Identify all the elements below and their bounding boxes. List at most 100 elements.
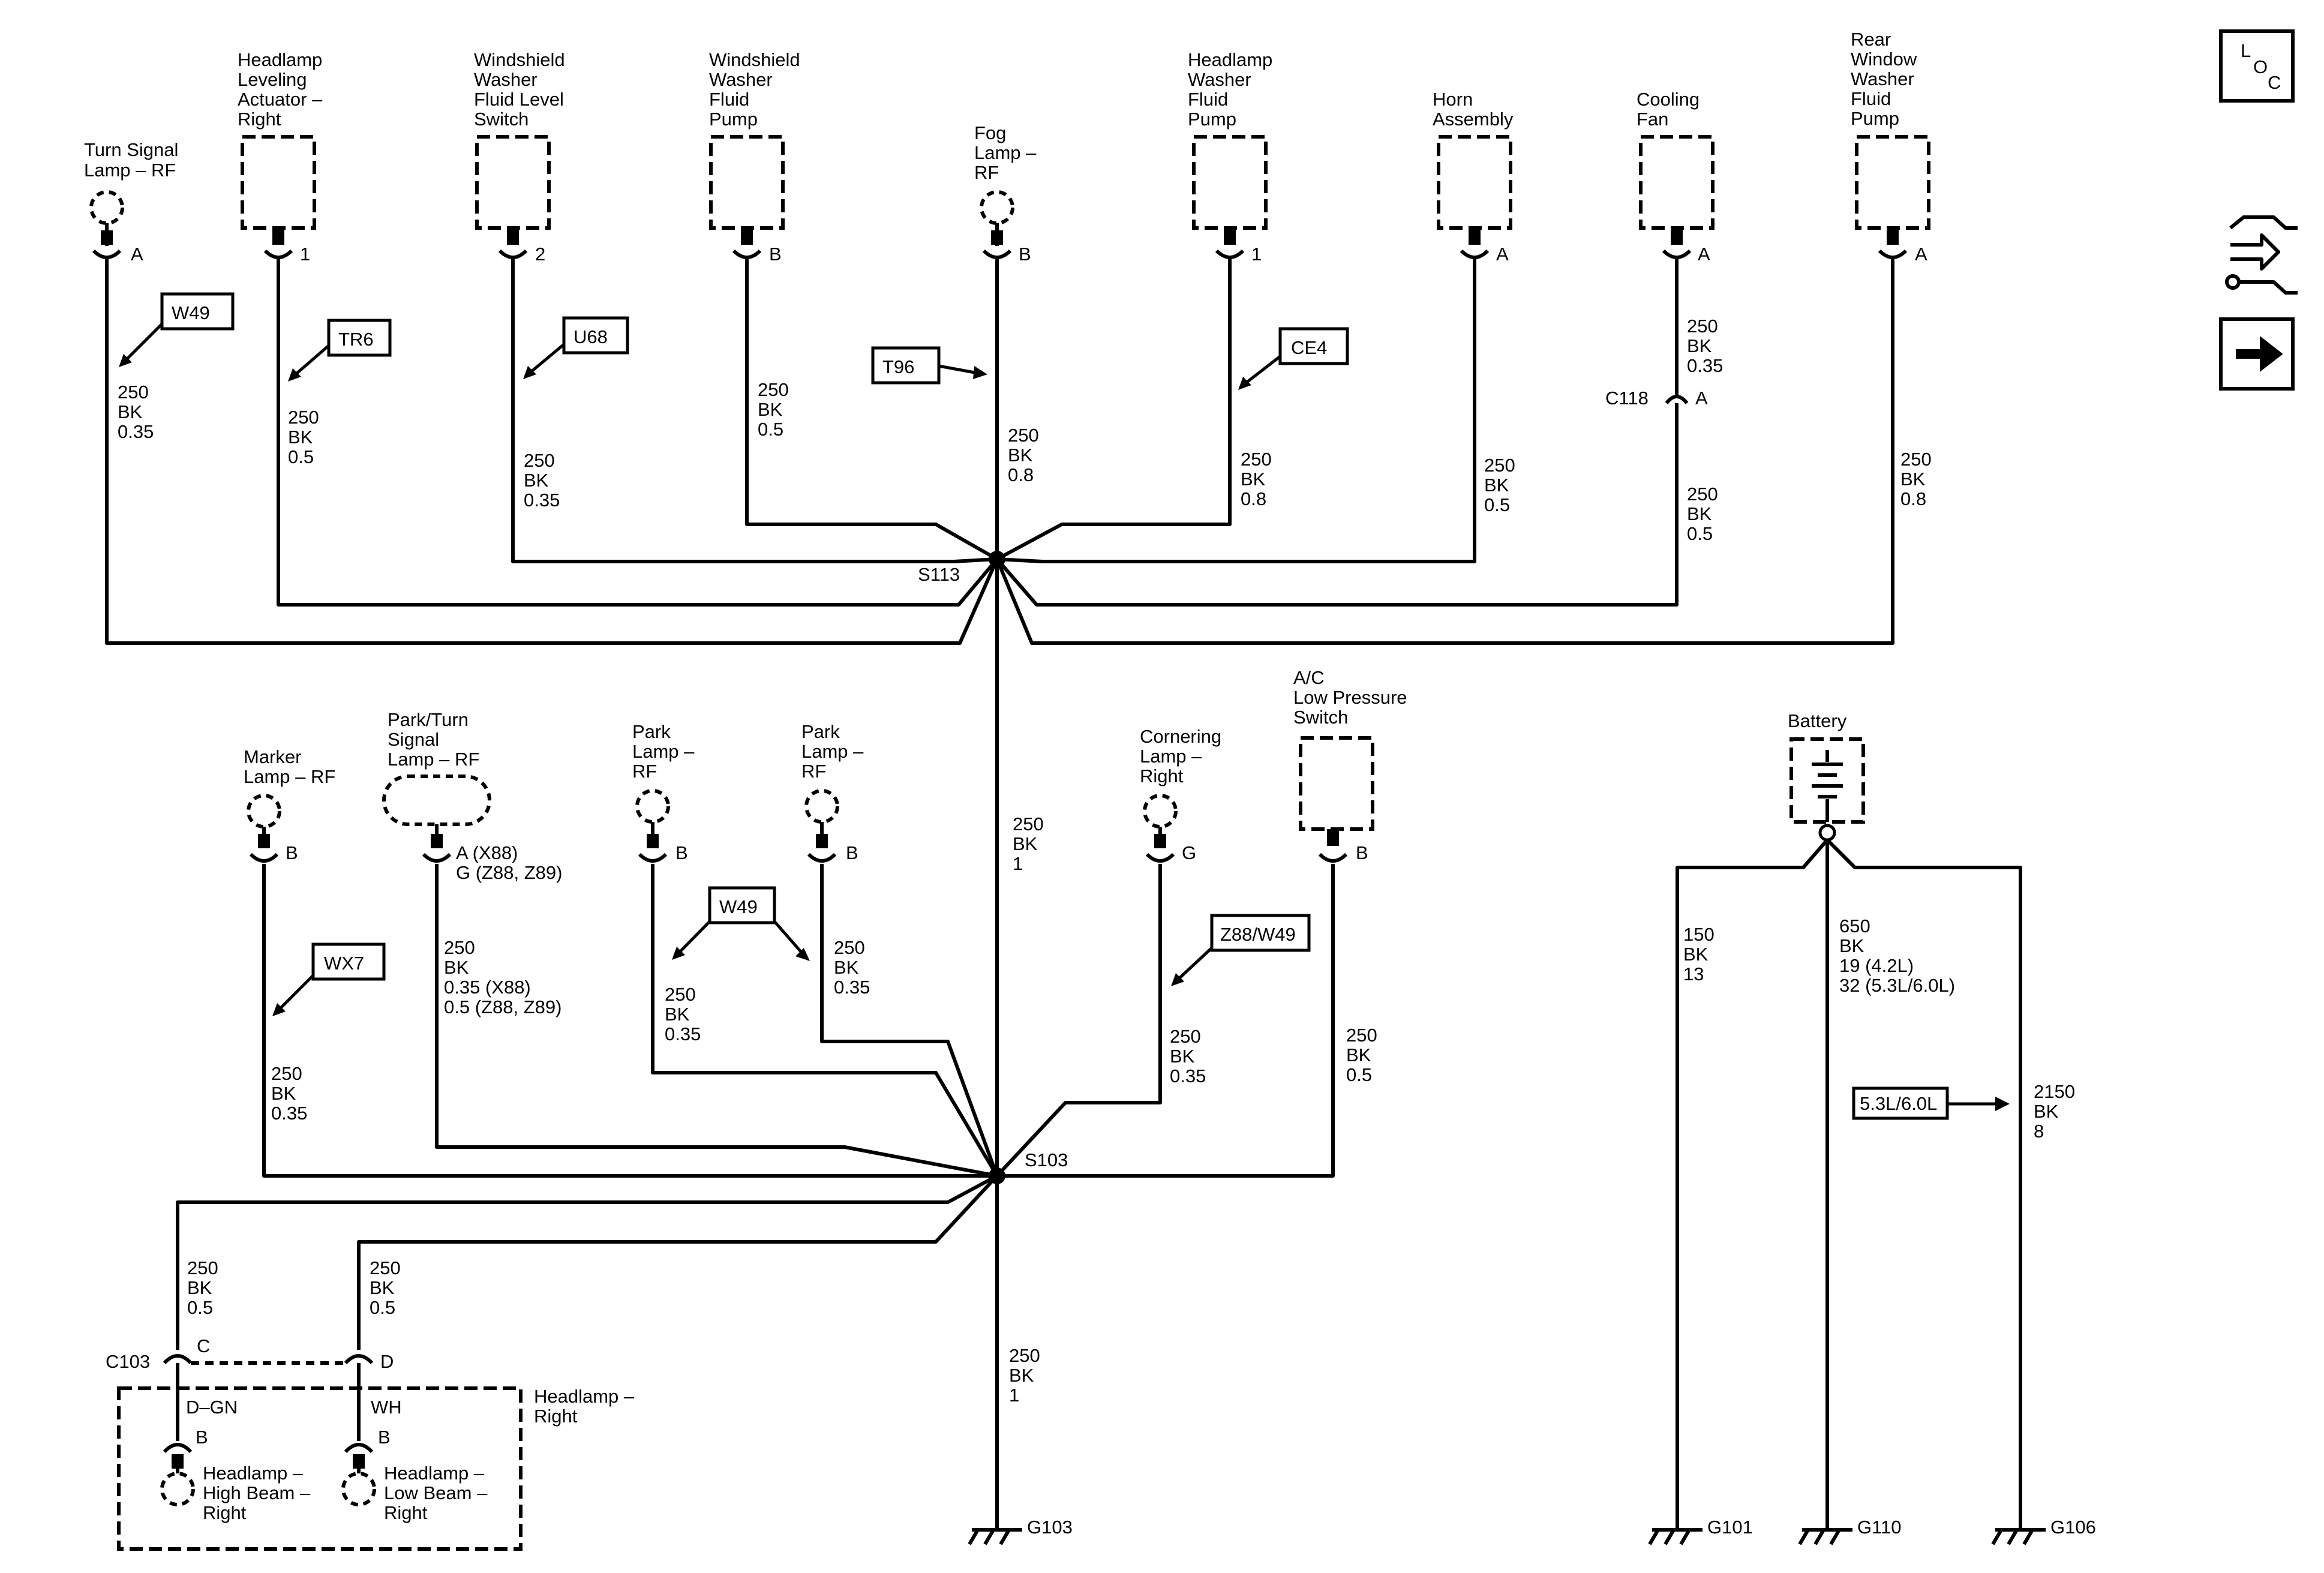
lb-pin: B — [378, 1427, 391, 1448]
washer-pump-pin: B — [769, 244, 782, 265]
low-beam-bulb — [341, 1443, 376, 1506]
next-page-arrow-icon[interactable] — [2219, 317, 2295, 391]
park2-pin: B — [846, 842, 858, 863]
battery[interactable] — [1789, 737, 1865, 842]
headlamp-washer-pump[interactable] — [1192, 135, 1268, 259]
loc-letter-l: L — [2241, 40, 2251, 61]
marker-lamp-rf[interactable] — [247, 794, 281, 863]
park-turn-signal-lamp-rf[interactable] — [382, 775, 491, 863]
g103-ground-icon — [968, 1528, 1022, 1545]
harness-routing-icon[interactable] — [2225, 215, 2298, 295]
ac-low-pressure-switch[interactable] — [1299, 736, 1374, 863]
hb-color: D–GN — [186, 1397, 238, 1418]
svg-text:W49: W49 — [172, 302, 210, 323]
c118-pin: A — [1695, 388, 1708, 409]
headlamp-leveling-actuator[interactable] — [241, 135, 316, 259]
option-u68[interactable]: U68 — [523, 316, 629, 379]
turn-signal-lamp-rf[interactable] — [89, 190, 124, 259]
option-t96[interactable]: T96 — [871, 346, 987, 385]
battery-ground-wires — [1676, 838, 2022, 1530]
battery-label: Battery — [1788, 710, 1847, 731]
c103-label: C103 — [106, 1351, 150, 1372]
g101-label: G101 — [1707, 1517, 1753, 1538]
g106-ground-icon — [1991, 1528, 2046, 1545]
svg-text:5.3L/6.0L: 5.3L/6.0L — [1860, 1093, 1937, 1114]
g110-ground-icon — [1798, 1528, 1852, 1545]
svg-text:W49: W49 — [719, 896, 758, 917]
lb-color: WH — [371, 1397, 402, 1418]
park-lamp-rf-2[interactable] — [804, 789, 839, 863]
option-w49-top[interactable]: W49 — [119, 292, 235, 367]
c118-label: C118 — [1605, 388, 1649, 409]
headlamp-washer-pin: 1 — [1251, 244, 1262, 265]
hb-pin: B — [196, 1427, 208, 1448]
loc-letter-o: O — [2253, 56, 2268, 77]
turn-signal-pin: A — [131, 244, 143, 265]
headlamp-leveling-pin: 1 — [300, 244, 310, 265]
c103-pin-c: C — [197, 1335, 210, 1356]
option-engine[interactable]: 5.3L/6.0L — [1852, 1086, 2010, 1120]
svg-text:U68: U68 — [574, 326, 608, 347]
cornering-pin: G — [1182, 842, 1196, 863]
washer-level-pin: 2 — [535, 244, 545, 265]
rear-window-washer-pump[interactable] — [1855, 135, 1930, 259]
washer-fluid-pump[interactable] — [709, 135, 785, 259]
location-box-icon[interactable]: L O C — [2219, 29, 2295, 103]
cornering-lamp-right[interactable] — [1143, 794, 1178, 863]
option-w49-mid[interactable]: W49 — [672, 886, 810, 961]
cooling-fan-pin: A — [1698, 244, 1710, 265]
horn-pin: A — [1496, 244, 1509, 265]
g110-label: G110 — [1857, 1517, 1902, 1538]
fog-lamp-rf[interactable] — [980, 190, 1014, 259]
rear-washer-pin: A — [1915, 244, 1927, 265]
svg-text:WX7: WX7 — [324, 953, 364, 974]
loc-letter-c: C — [2268, 72, 2281, 93]
s103-splice-dot — [989, 1167, 1005, 1184]
cooling-fan[interactable] — [1639, 135, 1715, 259]
top-wire-bundle — [105, 258, 1894, 1530]
g103-label: G103 — [1027, 1517, 1073, 1538]
park-turn-pins: A (X88)G (Z88, Z89) — [456, 842, 562, 883]
option-wx7[interactable]: WX7 — [272, 942, 386, 1016]
ac-switch-pin: B — [1356, 842, 1368, 863]
marker-pin: B — [286, 842, 298, 863]
horn-assembly[interactable] — [1437, 135, 1512, 259]
washer-fluid-level-switch[interactable] — [475, 135, 551, 259]
svg-text:T96: T96 — [882, 356, 914, 377]
option-tr6[interactable]: TR6 — [288, 319, 392, 382]
option-ce4[interactable]: CE4 — [1238, 327, 1349, 390]
park1-pin: B — [675, 842, 688, 863]
park-lamp-rf-1[interactable] — [635, 789, 670, 863]
headlamp-right-assembly[interactable] — [117, 1354, 523, 1551]
c103-pin-d: D — [380, 1351, 394, 1372]
s113-splice-dot — [989, 551, 1005, 568]
option-z88-w49[interactable]: Z88/W49 — [1171, 914, 1311, 986]
svg-text:TR6: TR6 — [338, 329, 374, 350]
fog-lamp-pin: B — [1019, 244, 1031, 265]
